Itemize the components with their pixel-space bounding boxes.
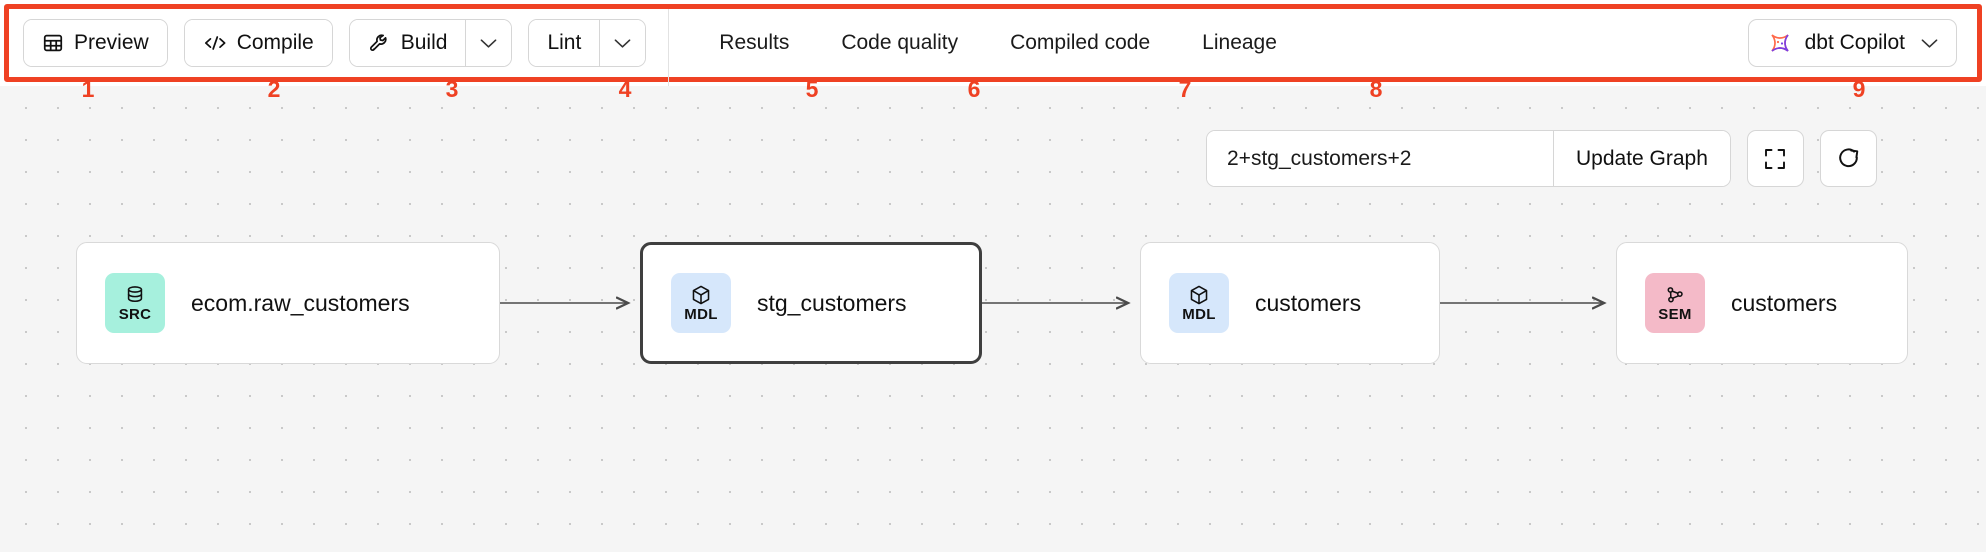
editor-toolbar: Preview Compile	[9, 9, 1977, 87]
lineage-node-customers-semantic[interactable]: SEM customers	[1616, 242, 1908, 364]
update-graph-button[interactable]: Update Graph	[1553, 131, 1730, 186]
tab-lineage-label: Lineage	[1202, 31, 1277, 54]
lineage-node-stg-customers[interactable]: MDL stg_customers	[640, 242, 982, 364]
node-badge-mdl: MDL	[1169, 273, 1229, 333]
annotation-number-2: 2	[267, 76, 281, 102]
build-button-label: Build	[400, 31, 448, 54]
refresh-button[interactable]	[1819, 130, 1877, 187]
annotation-number-5: 5	[805, 76, 819, 102]
tab-compiled-code-label: Compiled code	[1010, 31, 1151, 54]
fullscreen-button[interactable]	[1746, 130, 1804, 187]
tab-results-label: Results	[719, 31, 790, 54]
preview-button-label: Preview	[74, 31, 149, 54]
cube-icon	[690, 284, 712, 306]
compile-button[interactable]: Compile	[184, 20, 332, 66]
lint-dropdown-button[interactable]	[599, 20, 646, 66]
toolbar-divider	[668, 9, 670, 87]
tab-lineage[interactable]: Lineage	[1176, 9, 1303, 82]
lineage-edges	[500, 86, 1986, 552]
fullscreen-icon	[1763, 147, 1787, 171]
toolbar-annotation-outline: Preview Compile	[4, 4, 1982, 87]
node-badge-label: MDL	[1182, 306, 1216, 323]
annotation-number-3: 3	[445, 76, 459, 102]
preview-button[interactable]: Preview	[24, 20, 167, 66]
annotation-number-1: 1	[81, 76, 95, 102]
node-title: customers	[1255, 289, 1362, 316]
node-title: customers	[1731, 289, 1838, 316]
lineage-canvas[interactable]: Update Graph	[0, 86, 1986, 552]
update-graph-label: Update Graph	[1576, 146, 1708, 170]
tab-code-quality-label: Code quality	[841, 31, 959, 54]
dbt-copilot-label: dbt Copilot	[1804, 31, 1905, 54]
lineage-node-customers-model[interactable]: MDL customers	[1140, 242, 1440, 364]
database-icon	[124, 284, 146, 306]
graph-selector-group: Update Graph	[1206, 130, 1731, 187]
compile-button-group: Compile	[183, 19, 333, 67]
chevron-down-icon	[614, 38, 631, 49]
lint-button-label: Lint	[547, 31, 582, 54]
graph-controls: Update Graph	[1206, 130, 1877, 187]
semantic-icon	[1664, 284, 1686, 306]
node-title: ecom.raw_customers	[191, 289, 410, 316]
preview-button-group: Preview	[23, 19, 168, 67]
tab-results[interactable]: Results	[693, 9, 815, 77]
tab-code-quality[interactable]: Code quality	[815, 9, 984, 77]
node-badge-sem: SEM	[1645, 273, 1705, 333]
dbt-copilot-icon	[1767, 30, 1793, 56]
table-icon	[42, 32, 64, 54]
refresh-icon	[1836, 146, 1861, 171]
wrench-icon	[368, 32, 391, 55]
result-tabs: Results Code quality Compiled code Linea…	[693, 9, 1303, 82]
lint-button[interactable]: Lint	[529, 20, 600, 66]
node-badge-src: SRC	[105, 273, 165, 333]
graph-selector-input[interactable]	[1207, 131, 1553, 186]
annotation-number-6: 6	[967, 76, 981, 102]
annotation-number-4: 4	[618, 76, 632, 102]
dbt-copilot-button[interactable]: dbt Copilot	[1747, 19, 1957, 67]
code-icon	[203, 32, 227, 54]
annotation-number-7: 7	[1178, 76, 1192, 102]
lint-button-group: Lint	[528, 19, 647, 67]
compile-button-label: Compile	[236, 31, 314, 54]
node-badge-label: MDL	[684, 306, 718, 323]
tab-compiled-code[interactable]: Compiled code	[984, 9, 1176, 77]
chevron-down-icon	[480, 38, 497, 49]
node-badge-mdl: MDL	[671, 273, 731, 333]
chevron-down-icon	[1921, 38, 1938, 49]
build-button[interactable]: Build	[349, 20, 466, 66]
node-badge-label: SEM	[1658, 306, 1692, 323]
build-dropdown-button[interactable]	[465, 20, 512, 66]
build-button-group: Build	[348, 19, 513, 67]
annotation-number-9: 9	[1852, 76, 1866, 102]
cube-icon	[1188, 284, 1210, 306]
node-badge-label: SRC	[118, 306, 152, 323]
annotation-number-8: 8	[1369, 76, 1383, 102]
node-title: stg_customers	[757, 289, 907, 316]
lineage-node-ecom-raw-customers[interactable]: SRC ecom.raw_customers	[76, 242, 500, 364]
